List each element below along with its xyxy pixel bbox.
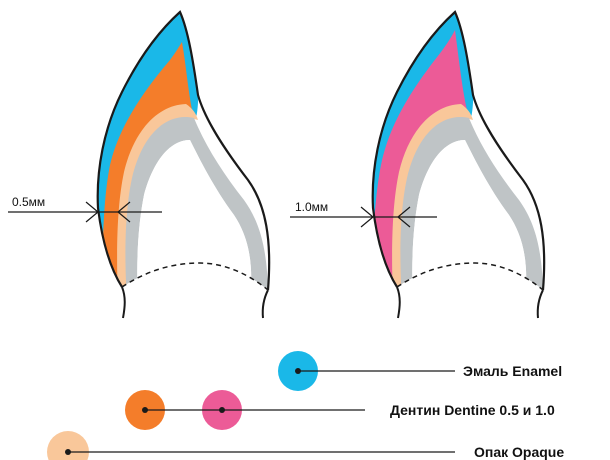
legend-label-opaque: Опак Opaque xyxy=(474,444,564,460)
legend-item-opaque: Опак Opaque xyxy=(47,431,564,460)
legend-item-dentine: Дентин Dentine 0.5 и 1.0 xyxy=(125,390,555,430)
legend-label-dentine: Дентин Dentine 0.5 и 1.0 xyxy=(390,402,555,418)
legend-item-enamel: Эмаль Enamel xyxy=(278,351,562,391)
dimension-label-left: 0.5мм xyxy=(12,195,45,209)
opaque-swatch xyxy=(47,431,89,460)
legend-label-enamel: Эмаль Enamel xyxy=(463,363,562,379)
dimension-label-right: 1.0мм xyxy=(295,200,328,214)
tooth-right: 1.0мм xyxy=(275,0,610,460)
legend: Эмаль Enamel Дентин Dentine 0.5 и 1.0 Оп… xyxy=(47,351,564,460)
